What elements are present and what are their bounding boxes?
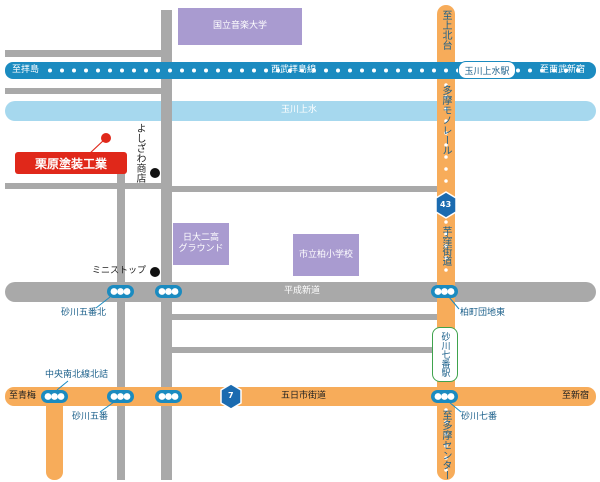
label-heisei: 平成新道 <box>284 286 321 296</box>
road-gray-v-west <box>117 160 125 480</box>
company-name-box: 栗原塗装工業 <box>15 152 127 174</box>
bus-leader-kashiwacho <box>448 296 460 310</box>
yoshizawa-dot <box>150 168 160 178</box>
road-orange-south-branch <box>46 395 63 480</box>
label-bus-goban: 砂川五番 <box>72 412 109 422</box>
label-canal: 玉川上水 <box>281 105 318 115</box>
label-to-haijima: 至拝島 <box>12 65 40 75</box>
label-seibu-line: 西武拝島線 <box>271 65 317 75</box>
road-gray-north-b <box>5 88 170 94</box>
label-east-shinjuku: 至新宿 <box>562 391 590 401</box>
label-to-tama-center: 至多摩センター <box>440 410 451 480</box>
label-bus-kashiwacho: 柏町団地東 <box>460 308 506 318</box>
bus-stop-goban-marker <box>107 390 134 403</box>
bus-leader-nanaban <box>448 401 462 413</box>
route7-sign <box>220 383 242 410</box>
bus-leader-goban-kita <box>95 296 111 309</box>
label-yoshizawa: よしざわ商店 <box>134 123 145 183</box>
company-dot <box>101 133 111 143</box>
label-route43: 43 <box>440 200 452 209</box>
label-bus-chuo: 中央南北線北詰 <box>45 370 109 380</box>
label-imo-kaido: 芋窪街道 <box>440 226 451 266</box>
label-to-kamikitadai: 至上北台 <box>440 10 451 50</box>
road-gray-north-a <box>5 50 170 57</box>
road-gray-v-main <box>161 10 172 480</box>
bus-leader-chuo <box>56 380 69 391</box>
route43-sign <box>435 191 457 219</box>
label-route7-number: 7 <box>228 391 234 400</box>
building-kashiwa-school <box>293 234 359 276</box>
building-nichidai-ground <box>173 223 229 265</box>
bus-stop-kashiwacho-marker <box>431 285 458 298</box>
label-nichidai-ground: 日大二高 グラウンド <box>178 233 224 254</box>
ministop-dot <box>150 267 160 277</box>
station-sunagawa-nanaban: 砂川七番駅 <box>432 327 458 382</box>
label-route7-name: 五日市街道 <box>281 391 327 401</box>
label-bus-nanaban: 砂川七番 <box>461 412 498 422</box>
road-gray-h-east <box>172 186 437 192</box>
bus-stop-heisei-main-marker <box>155 285 182 298</box>
label-music-college: 国立音楽大学 <box>212 21 267 32</box>
road-gray-h-south2 <box>172 347 437 353</box>
label-monorail: 多摩モノレール <box>440 85 451 155</box>
bus-stop-nanaban-marker <box>431 390 458 403</box>
building-music-college <box>178 8 302 45</box>
road-gray-h-south <box>172 314 437 320</box>
bus-stop-route7-main-marker <box>155 390 182 403</box>
bus-stop-goban-kita-marker <box>107 285 134 298</box>
station-tamagawajosui: 玉川上水駅 <box>458 61 516 79</box>
road-gray-h-west <box>5 183 165 189</box>
bus-leader-goban <box>99 401 115 413</box>
label-bus-goban-kita: 砂川五番北 <box>61 308 107 318</box>
label-ministop: ミニストップ <box>92 266 147 276</box>
label-kashiwa-school: 市立柏小学校 <box>298 249 353 260</box>
label-to-seibu-shinjuku: 至西武新宿 <box>540 65 586 75</box>
bus-stop-chuo-marker <box>41 390 68 403</box>
label-west-aome: 至青梅 <box>9 391 37 401</box>
